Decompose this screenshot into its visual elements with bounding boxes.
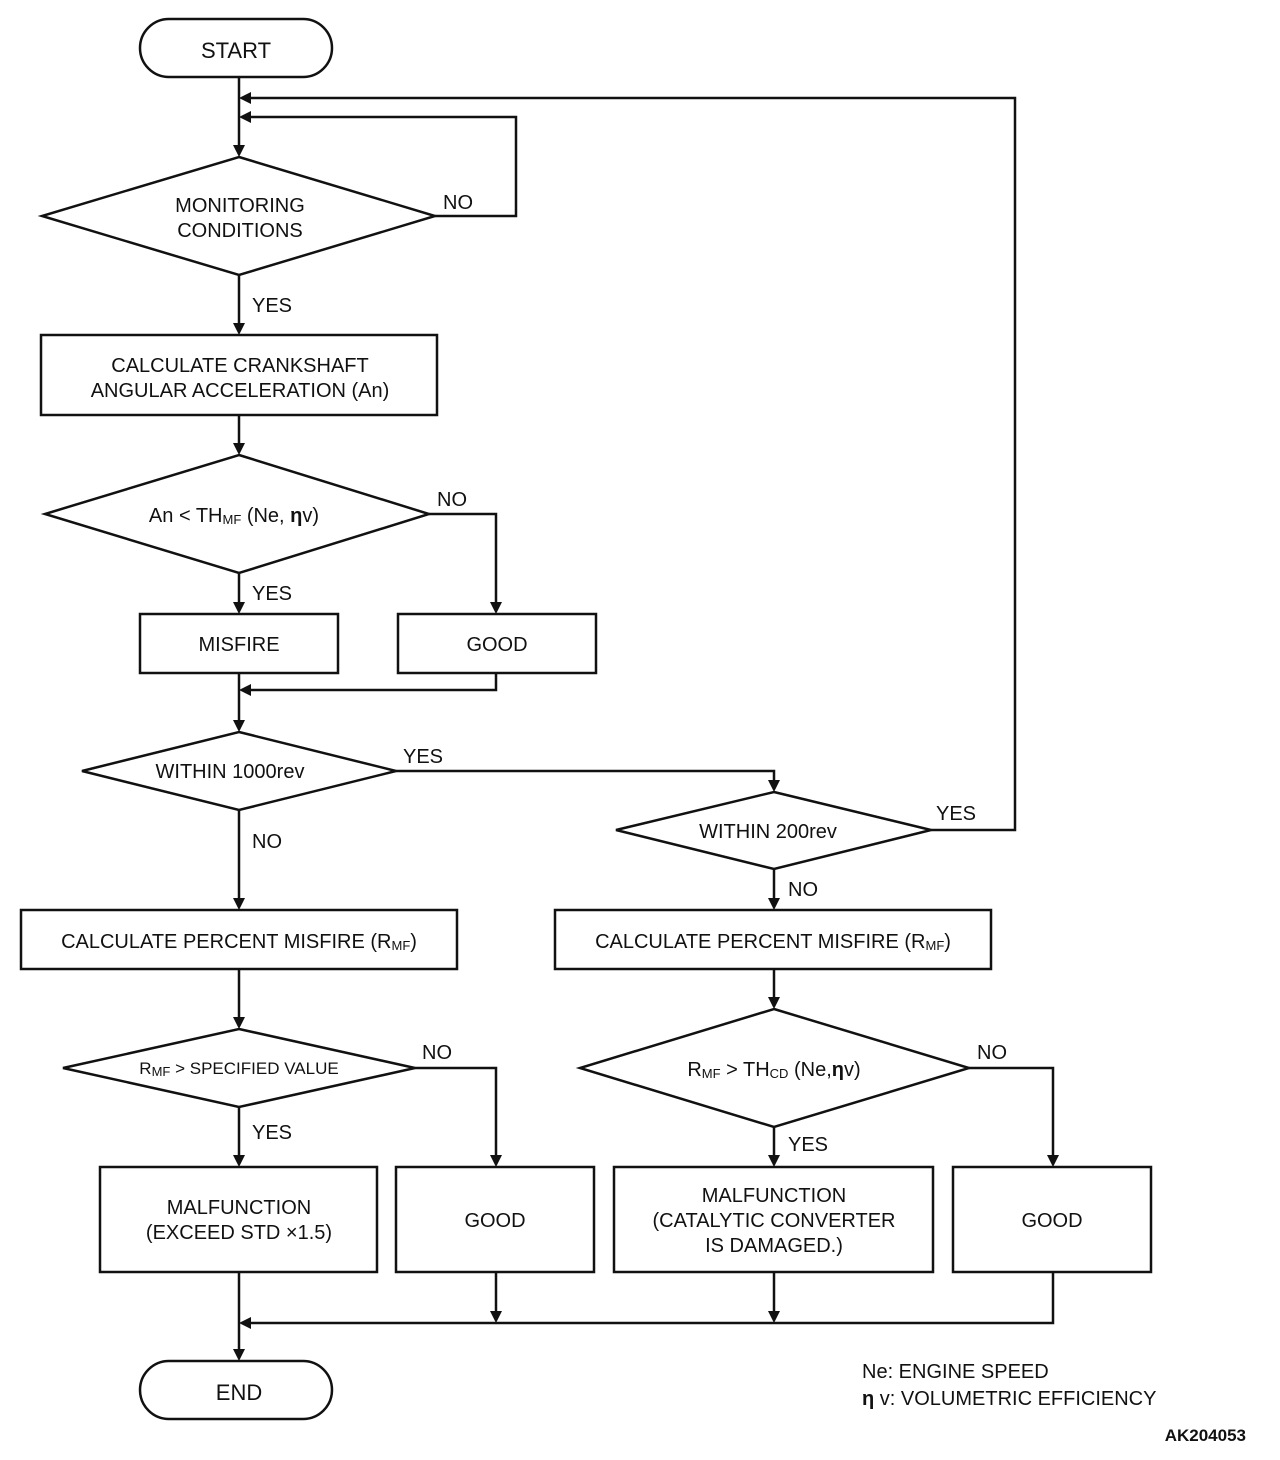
calc-percent-misfire-right-box [553,908,993,971]
good-label-1: GOOD [466,634,527,656]
malfunction-catalytic-label-line3: IS DAMAGED.) [705,1235,843,1257]
legend-volumetric-efficiency: η v: VOLUMETRIC EFFICIENCY [862,1388,1156,1410]
within-1000rev-label: WITHIN 1000rev [156,761,305,783]
legend-engine-speed: Ne: ENGINE SPEED [862,1361,1049,1383]
end-terminal [138,1359,334,1421]
misfire-box [138,612,340,675]
an-no-label: NO [437,489,467,511]
monitoring-no-label: NO [443,192,473,214]
calc-crankshaft-label-line1: CALCULATE CRANKSHAFT [111,355,368,377]
rmf-thcd-yes-label: YES [788,1134,828,1156]
good-box-3 [951,1165,1153,1274]
start-terminal [138,17,334,79]
end-label: END [216,1380,262,1405]
calc-percent-misfire-right-label: CALCULATE PERCENT MISFIRE (RMF) [595,931,951,953]
rmf-thcd-label: RMF > THCD (Ne,ηv) [687,1059,860,1081]
good-box-1 [396,612,598,675]
rmf-thcd-no-label: NO [977,1042,1007,1064]
within1000-yes-label: YES [403,746,443,768]
monitoring-label-line2: CONDITIONS [177,220,303,242]
malfunction-catalytic-label-line1: MALFUNCTION [702,1185,846,1207]
monitoring-label-line1: MONITORING [175,195,305,217]
start-label: START [201,38,271,63]
figure-id: AK204053 [1165,1426,1246,1445]
monitoring-yes-label: YES [252,295,292,317]
rmf-spec-no-label: NO [422,1042,452,1064]
within200-yes-label: YES [936,803,976,825]
good-label-2: GOOD [464,1210,525,1232]
malfunction-exceed-label-line2: (EXCEED STD ×1.5) [146,1222,332,1244]
malfunction-catalytic-label-line2: (CATALYTIC CONVERTER [653,1210,896,1232]
calc-percent-misfire-left-label: CALCULATE PERCENT MISFIRE (RMF) [61,931,417,953]
malfunction-exceed-box [98,1165,379,1274]
an-yes-label: YES [252,583,292,605]
malfunction-exceed-label-line1: MALFUNCTION [167,1197,311,1219]
arrowheads [233,92,1059,1361]
connector-lines [237,77,1055,1354]
malfunction-catalytic-box [612,1165,935,1274]
within1000-no-label: NO [252,831,282,853]
calc-crankshaft-label-line2: ANGULAR ACCELERATION (An) [91,380,390,402]
good-label-3: GOOD [1021,1210,1082,1232]
good-box-2 [394,1165,596,1274]
misfire-label: MISFIRE [198,634,279,656]
an-threshold-label: An < THMF (Ne, ηv) [149,505,319,527]
within-200rev-label: WITHIN 200rev [699,821,837,843]
calc-crankshaft-box [39,333,439,417]
rmf-specified-value-label: RMF > SPECIFIED VALUE [139,1059,338,1079]
rmf-spec-yes-label: YES [252,1122,292,1144]
within200-no-label: NO [788,879,818,901]
